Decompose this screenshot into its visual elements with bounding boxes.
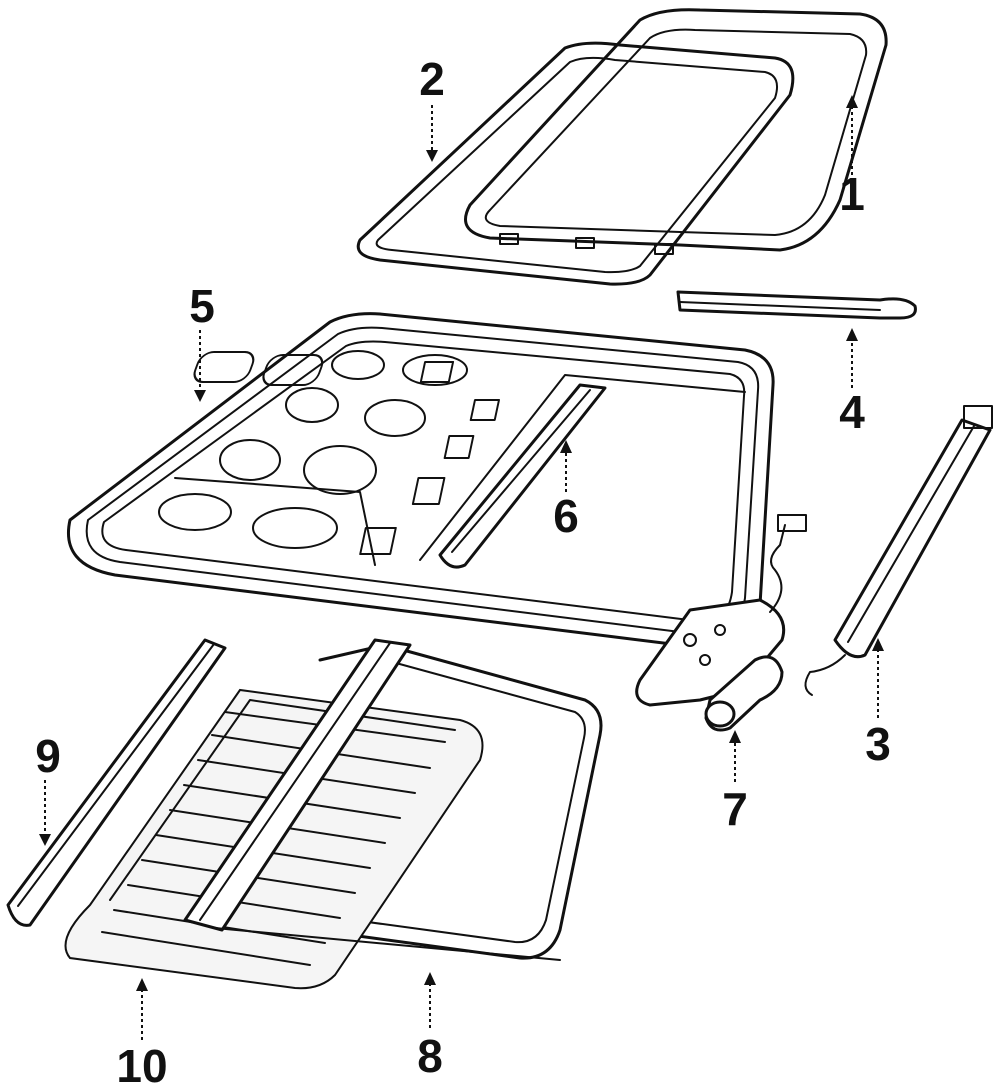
part-4-rail — [676, 290, 917, 320]
part-9-side-strip — [6, 638, 227, 927]
part-3-drive-rail — [804, 405, 993, 696]
leader-lines — [39, 95, 884, 1040]
callout-10: 10 — [116, 1040, 167, 1092]
callout-7: 7 — [722, 783, 748, 835]
callout-3: 3 — [865, 718, 891, 770]
part-1-glass-panel — [464, 8, 888, 255]
callout-5: 5 — [189, 280, 215, 332]
part-2-seal-frame — [356, 41, 795, 286]
callout-4: 4 — [839, 386, 865, 438]
callout-6: 6 — [553, 490, 579, 542]
part-6-deflector-bar — [438, 383, 607, 569]
part-7-motor — [635, 514, 807, 732]
callout-2: 2 — [419, 53, 445, 105]
center-rail — [183, 638, 561, 961]
callout-labels: 1 2 3 4 5 6 7 8 9 10 — [35, 53, 891, 1092]
callout-1: 1 — [839, 168, 865, 220]
callout-9: 9 — [35, 730, 61, 782]
part-5-housing-frame — [67, 312, 775, 652]
callout-8: 8 — [417, 1030, 443, 1082]
